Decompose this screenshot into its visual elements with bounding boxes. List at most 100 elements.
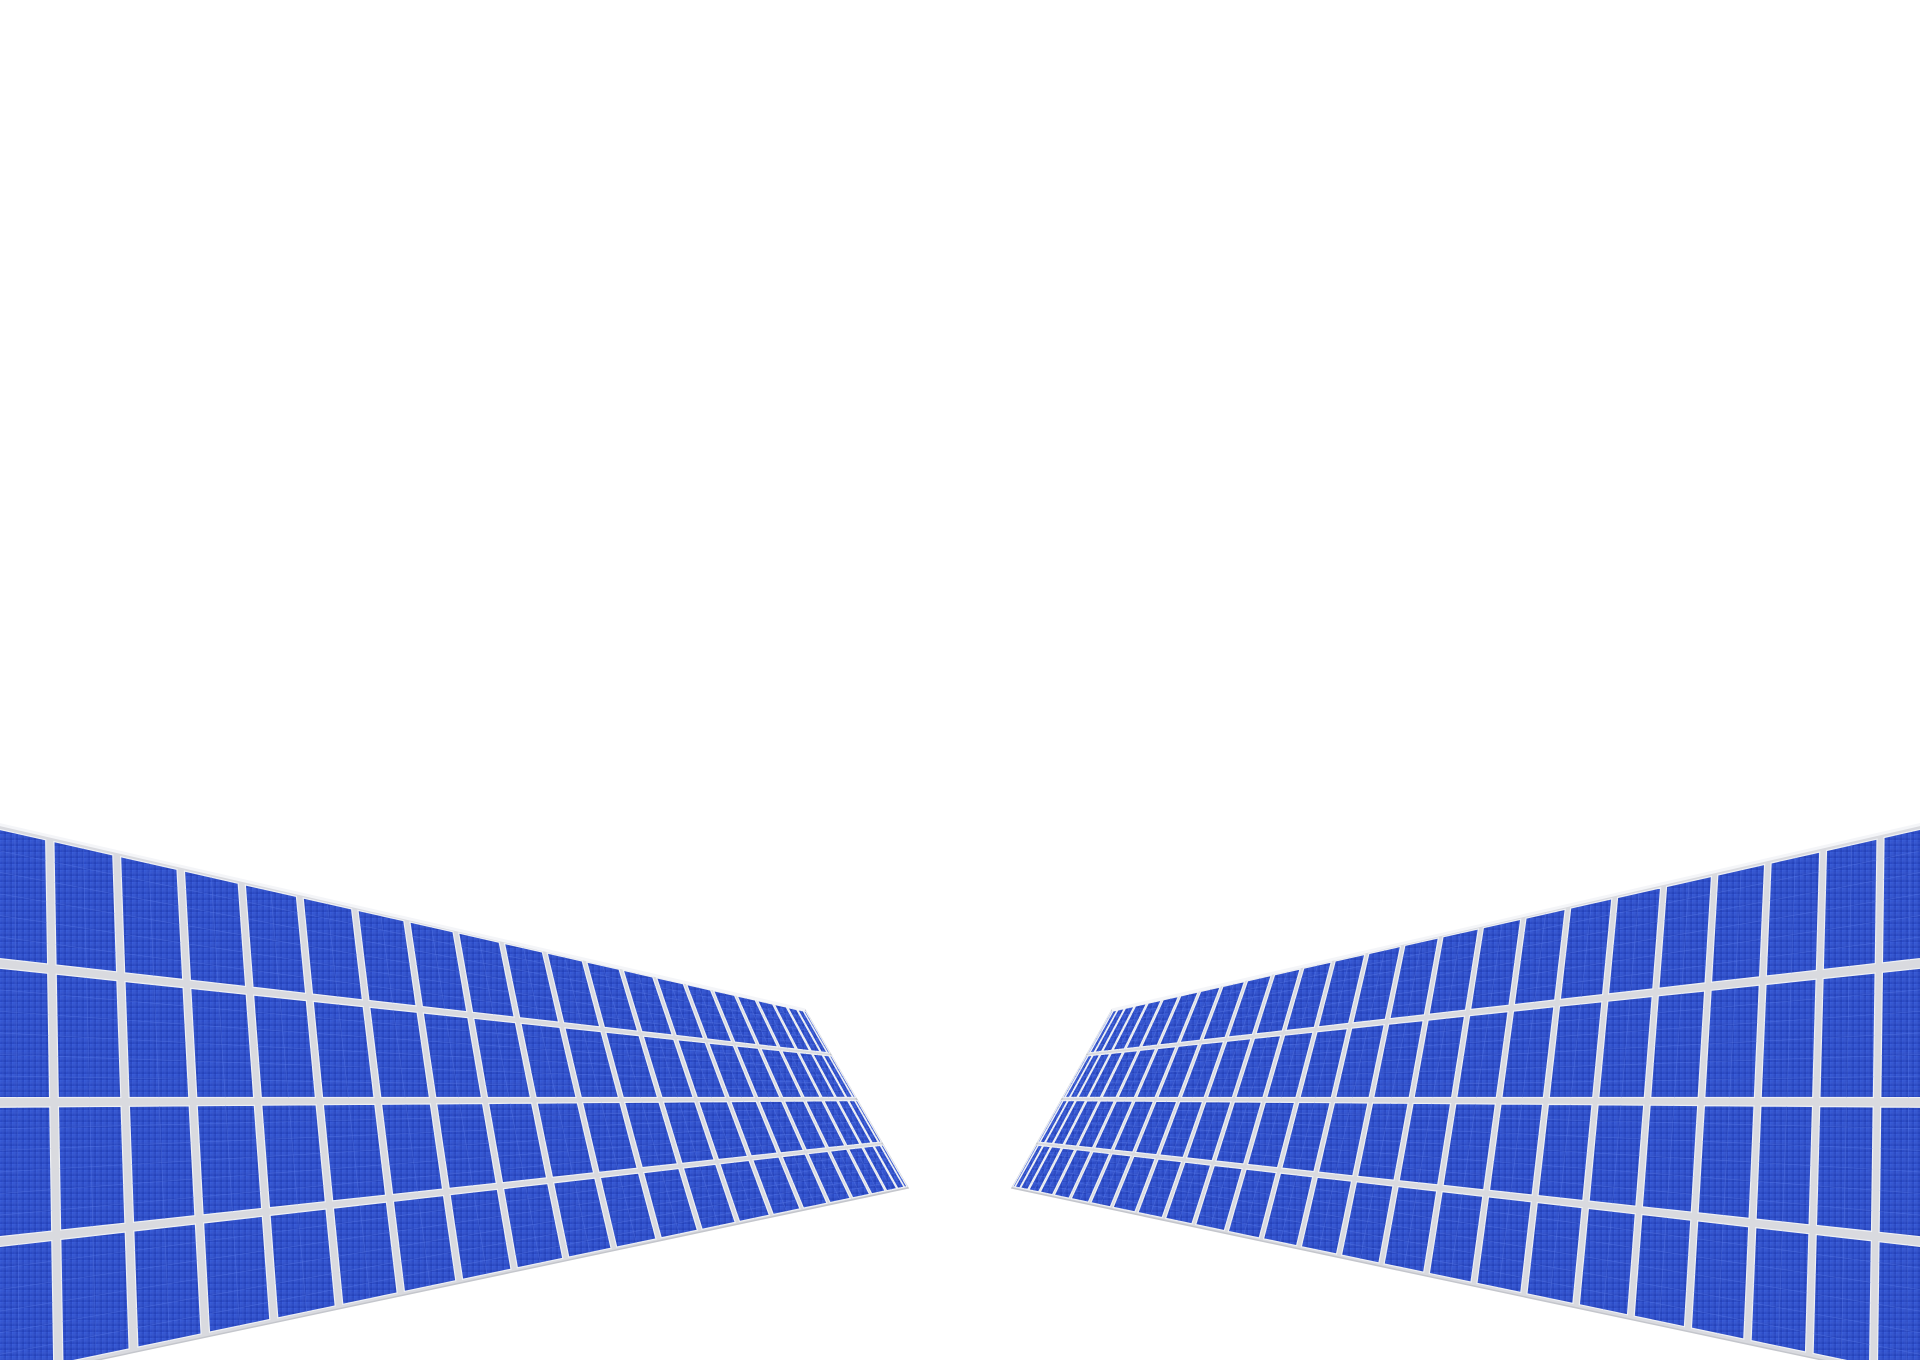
cell-line	[1841, 1237, 1845, 1360]
cell-line	[1017, 1145, 1041, 1188]
cell-line	[1849, 844, 1853, 967]
cell-line	[1168, 993, 1190, 1044]
cell-line	[478, 937, 494, 1015]
cell-line	[1723, 1105, 1730, 1216]
left-solar-array	[0, 823, 910, 1360]
cell-line	[660, 1170, 680, 1235]
cell-line	[678, 1101, 699, 1162]
cell-line	[1209, 1167, 1229, 1228]
cell-line	[1560, 1104, 1571, 1199]
cell-line	[459, 1103, 473, 1186]
cell-line	[1791, 857, 1796, 974]
cell-line	[876, 1145, 902, 1188]
solar-module	[685, 983, 733, 1043]
cell-line	[1335, 1102, 1352, 1174]
solar-module	[202, 1215, 271, 1333]
cell-line	[745, 997, 769, 1047]
solar-module	[124, 980, 190, 1099]
cell-line	[1498, 1199, 1511, 1288]
cell-line	[1243, 1170, 1262, 1235]
cell-line	[1132, 1001, 1156, 1049]
solar-module	[0, 1239, 55, 1360]
cell-line	[793, 1155, 816, 1206]
solar-module	[1765, 851, 1821, 977]
solar-module	[1822, 838, 1878, 971]
solar-module	[1819, 972, 1876, 1099]
cell-line	[1375, 1103, 1391, 1179]
cell-line	[1463, 1103, 1476, 1188]
cell-line	[1145, 1101, 1167, 1154]
cell-line	[83, 848, 87, 969]
cell-line	[830, 1055, 855, 1098]
cell-line	[153, 984, 160, 1098]
cell-line	[1088, 1011, 1113, 1053]
cell-line	[405, 1104, 418, 1192]
solar-module	[1206, 1038, 1252, 1099]
solar-module	[53, 840, 118, 973]
cell-line	[723, 992, 746, 1044]
solar-module	[1812, 1233, 1872, 1360]
cell-line	[619, 1175, 637, 1244]
solar-module	[1876, 1241, 1920, 1360]
cell-line	[509, 1103, 525, 1181]
cell-line	[1510, 1104, 1523, 1193]
cell-line	[867, 1146, 892, 1190]
cell-line	[297, 1212, 307, 1312]
cell-line	[1909, 831, 1911, 960]
cell-line	[288, 1104, 298, 1205]
cell-line	[1249, 1036, 1268, 1098]
cell-line	[1786, 981, 1792, 1098]
solar-module	[1469, 918, 1522, 1011]
cell-line	[1735, 869, 1742, 980]
solar-module	[1180, 1040, 1225, 1099]
cell-line	[813, 1100, 837, 1147]
solar-module	[0, 967, 51, 1099]
cell-line	[817, 1054, 842, 1098]
cell-line	[523, 947, 540, 1020]
cell-line	[1570, 1003, 1581, 1098]
cell-line	[600, 1102, 619, 1171]
cell-line	[1391, 1022, 1407, 1098]
cell-line	[1063, 1055, 1088, 1098]
cell-line	[1070, 1100, 1094, 1146]
cell-line	[1061, 1150, 1084, 1197]
solar-module	[503, 942, 560, 1023]
panel-top-rail	[1111, 823, 1920, 1012]
cell-line	[734, 1161, 755, 1219]
cell-line	[1100, 1154, 1122, 1205]
solar-module	[1156, 1043, 1200, 1099]
cell-line	[1073, 1054, 1097, 1098]
cell-line	[1674, 993, 1682, 1098]
cell-line	[1178, 1163, 1199, 1222]
cell-line	[791, 1008, 816, 1052]
cell-line	[431, 926, 445, 1010]
solar-module	[55, 973, 122, 1099]
cell-line	[1368, 949, 1385, 1022]
cell-line	[793, 1100, 817, 1150]
cell-line	[817, 1152, 841, 1201]
solar-module	[133, 1223, 202, 1348]
cell-line	[1476, 1013, 1490, 1098]
cell-line	[1612, 1104, 1622, 1204]
cell-line	[14, 832, 17, 961]
cell-line	[359, 1205, 371, 1299]
cell-line	[720, 1044, 743, 1098]
cell-line	[1268, 971, 1288, 1033]
cell-line	[1603, 1211, 1613, 1310]
solar-module	[1658, 875, 1713, 989]
solar-module	[244, 884, 307, 994]
cell-line	[1843, 1106, 1847, 1229]
cell-line	[881, 1145, 907, 1187]
solar-module	[1265, 1031, 1314, 1099]
cell-line	[573, 1180, 591, 1253]
cell-line	[1659, 1217, 1667, 1322]
solar-module	[302, 897, 364, 1001]
solar-module	[1428, 928, 1480, 1015]
cell-line	[327, 903, 338, 998]
solar-module	[1413, 1015, 1466, 1099]
cell-line	[380, 915, 393, 1004]
cell-line	[1091, 1010, 1116, 1053]
right-solar-array	[1010, 823, 1920, 1360]
solar-module	[1710, 863, 1766, 983]
cell-line	[1118, 1004, 1142, 1050]
